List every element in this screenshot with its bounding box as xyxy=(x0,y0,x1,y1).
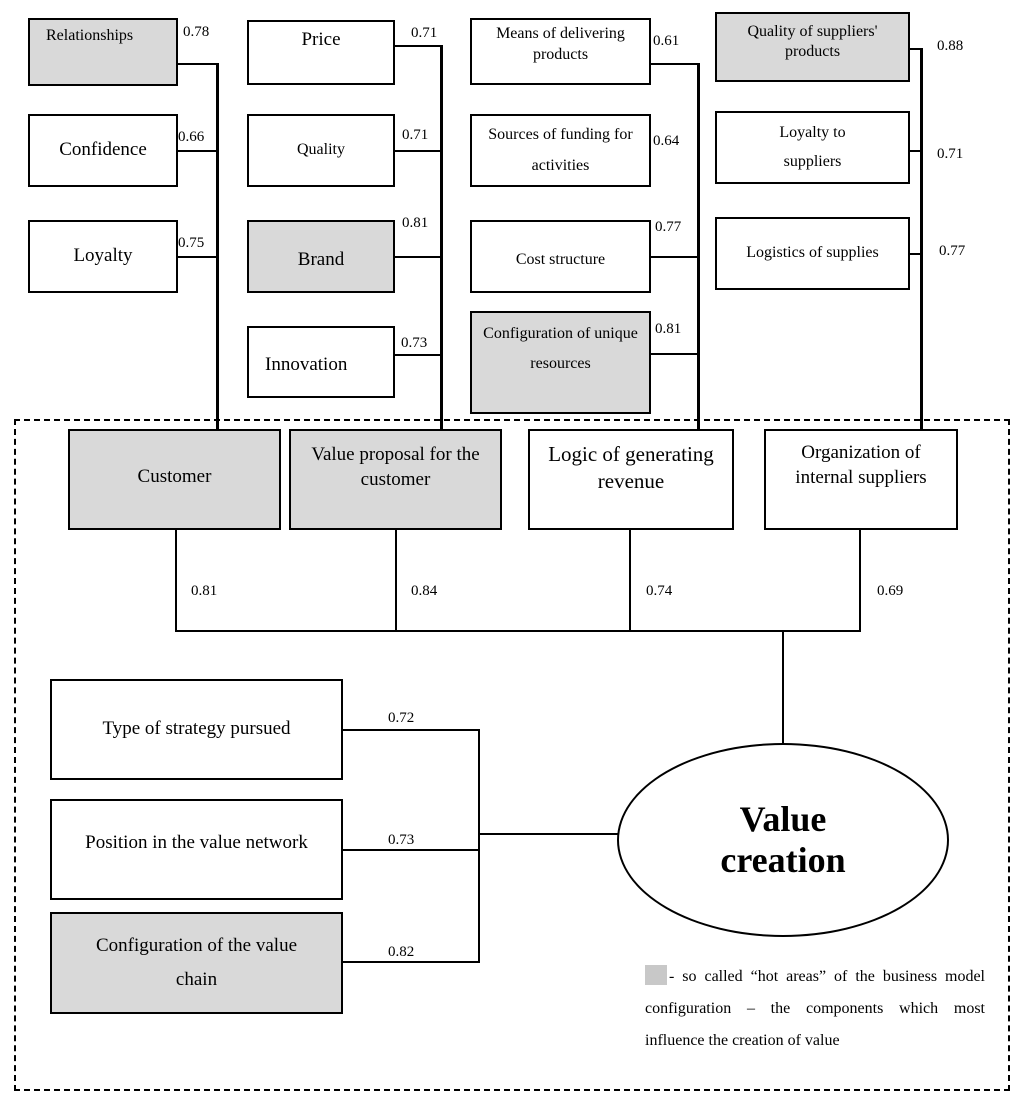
cost-structure-label: Cost structure xyxy=(515,251,606,269)
quality-label: Quality xyxy=(297,141,345,159)
value-creation-line2: creation xyxy=(720,840,846,880)
customer-box: Customer xyxy=(68,429,281,530)
logistics-supplies-label: Logistics of supplies xyxy=(746,244,879,262)
innovation-box: Innovation xyxy=(247,326,395,398)
config-chain-box: Configuration of the value chain xyxy=(50,912,343,1014)
weight-means-delivering: 0.61 xyxy=(653,33,680,49)
weight-value-proposal: 0.84 xyxy=(411,583,438,599)
weight-org-suppliers: 0.69 xyxy=(877,583,904,599)
logistics-supplies-box: Logistics of supplies xyxy=(715,217,910,290)
weight-innovation: 0.73 xyxy=(401,335,428,351)
weight-logic-revenue: 0.74 xyxy=(646,583,673,599)
value-creation-line1: Value xyxy=(739,798,827,839)
sources-funding-label: Sources of funding for activities xyxy=(488,126,633,174)
position-network-box: Position in the value network xyxy=(50,799,343,900)
weight-sources-funding: 0.64 xyxy=(653,133,680,149)
weight-loyalty: 0.75 xyxy=(178,235,205,251)
hot-area-swatch xyxy=(645,965,667,985)
relationships-box: Relationships xyxy=(28,18,178,86)
org-suppliers-box: Organization of internal suppliers xyxy=(764,429,958,530)
legend-text: - so called “hot areas” of the business … xyxy=(645,968,985,1049)
config-unique-resources-label: Configuration of unique resources xyxy=(483,325,638,373)
confidence-label: Confidence xyxy=(59,139,147,161)
price-box: Price xyxy=(247,20,395,85)
relationships-label: Relationships xyxy=(46,27,134,44)
strategy-box: Type of strategy pursued xyxy=(50,679,343,780)
internal-area-frame xyxy=(14,419,1010,1091)
means-delivering-box: Means of delivering products xyxy=(470,18,651,85)
org-suppliers-label: Organization of internal suppliers xyxy=(795,442,927,488)
price-label: Price xyxy=(301,29,341,50)
config-unique-resources-box: Configuration of unique resources xyxy=(470,311,651,414)
value-proposal-box: Value proposal for the customer xyxy=(289,429,502,530)
quality-suppliers-box: Quality of suppliers' products xyxy=(715,12,910,82)
brand-box: Brand xyxy=(247,220,395,293)
weight-position-network: 0.73 xyxy=(388,832,415,848)
logic-revenue-label: Logic of generating revenue xyxy=(548,442,714,494)
weight-confidence: 0.66 xyxy=(178,129,205,145)
position-network-label: Position in the value network xyxy=(85,832,308,853)
weight-logistics-supplies: 0.77 xyxy=(939,243,966,259)
means-delivering-label: Means of delivering products xyxy=(496,25,625,63)
loyalty-suppliers-box: Loyalty to suppliers xyxy=(715,111,910,184)
weight-relationships: 0.78 xyxy=(183,24,210,40)
strategy-label: Type of strategy pursued xyxy=(102,718,291,740)
weight-quality-suppliers: 0.88 xyxy=(937,38,964,54)
brand-label: Brand xyxy=(297,249,345,271)
weight-cost-structure: 0.77 xyxy=(655,219,682,235)
config-chain-label: Configuration of the value chain xyxy=(95,934,298,990)
value-proposal-label: Value proposal for the customer xyxy=(311,444,480,490)
cost-structure-box: Cost structure xyxy=(470,220,651,293)
weight-brand: 0.81 xyxy=(402,215,429,231)
confidence-box: Confidence xyxy=(28,114,178,187)
weight-loyalty-suppliers: 0.71 xyxy=(937,146,964,162)
loyalty-suppliers-label: Loyalty to suppliers xyxy=(779,123,846,170)
weight-quality: 0.71 xyxy=(402,127,429,143)
weight-customer: 0.81 xyxy=(191,583,218,599)
weight-strategy: 0.72 xyxy=(388,710,415,726)
weight-config-chain: 0.82 xyxy=(388,944,415,960)
weight-config-unique: 0.81 xyxy=(655,321,682,337)
innovation-label: Innovation xyxy=(265,354,348,376)
weight-price: 0.71 xyxy=(411,25,438,41)
quality-suppliers-label: Quality of suppliers' products xyxy=(747,23,878,60)
sources-funding-box: Sources of funding for activities xyxy=(470,114,651,187)
customer-label: Customer xyxy=(137,466,212,487)
loyalty-box: Loyalty xyxy=(28,220,178,293)
quality-box: Quality xyxy=(247,114,395,187)
loyalty-label: Loyalty xyxy=(73,245,133,267)
logic-revenue-box: Logic of generating revenue xyxy=(528,429,734,530)
